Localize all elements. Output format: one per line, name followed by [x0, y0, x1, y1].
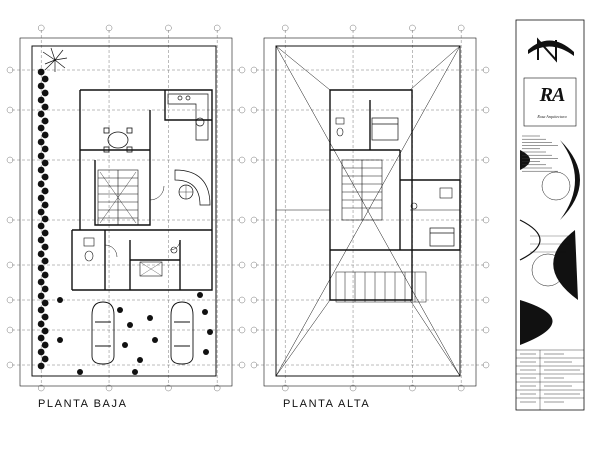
logo-initials: RA	[539, 84, 566, 106]
terrace-deck	[335, 271, 427, 303]
bathroom-fixtures	[335, 117, 453, 210]
axis-grid	[6, 24, 246, 392]
dining-table-icon	[103, 127, 133, 153]
title-block-notes	[520, 135, 580, 403]
house-walls	[71, 89, 213, 291]
kitchen-counter	[167, 93, 209, 141]
north-arrow-icon	[528, 37, 574, 63]
title-block-table	[516, 349, 584, 410]
house-walls	[329, 89, 461, 301]
title-block	[515, 19, 585, 411]
garden-hedge	[37, 68, 49, 370]
upper-floor-title: PLANTA ALTA	[283, 398, 371, 410]
logo-caption: Rosa Arquitectura	[537, 114, 567, 119]
roof-lines	[275, 45, 461, 377]
upper-floor-plan	[250, 24, 490, 392]
tree-icon	[42, 47, 68, 72]
bathroom-fixtures	[83, 237, 178, 277]
bed-icon	[371, 117, 455, 247]
stair-icon	[341, 159, 383, 221]
ground-floor-plan	[6, 24, 246, 392]
sofa-icon	[174, 169, 211, 206]
stair-icon	[97, 169, 139, 226]
garden-shrubs	[57, 292, 213, 375]
door-swings	[104, 185, 181, 258]
decorative-artwork	[519, 140, 580, 345]
ground-floor-title: PLANTA BAJA	[38, 398, 128, 410]
car-icon	[91, 301, 194, 365]
